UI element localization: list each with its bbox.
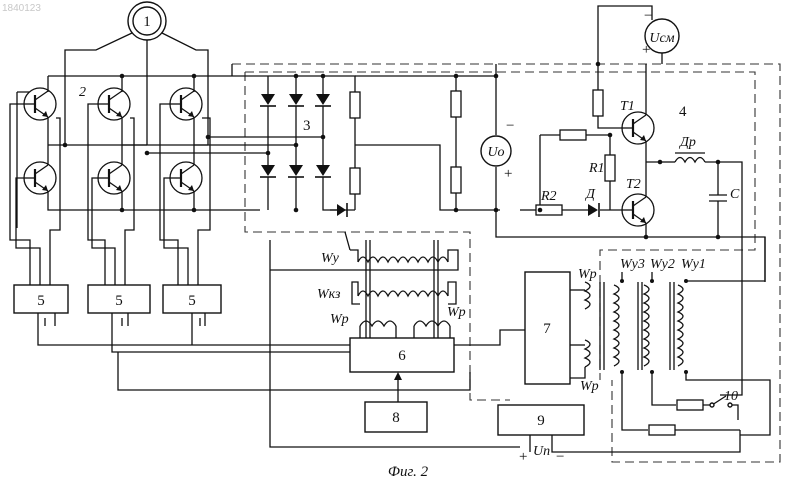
driver-block-left: 5 bbox=[14, 285, 68, 313]
block6-to-7 bbox=[454, 330, 525, 345]
block6-label: 6 bbox=[398, 348, 406, 364]
generator-label: 1 bbox=[143, 14, 151, 30]
arrow-to-block6 bbox=[394, 372, 402, 380]
wp-left-label: Wр bbox=[330, 312, 349, 327]
ucm-minus: − bbox=[644, 8, 652, 24]
block-8: 8 bbox=[365, 402, 427, 432]
block9-label: 9 bbox=[537, 413, 545, 429]
block10-label: 10 bbox=[724, 389, 738, 404]
magnetic-amplifier bbox=[270, 232, 458, 338]
converter-label: 4 bbox=[679, 104, 687, 120]
d-label: Д bbox=[584, 187, 596, 202]
uo-label: Uо bbox=[487, 145, 504, 160]
t1-label: T1 bbox=[620, 99, 635, 114]
up-label: Uп bbox=[533, 444, 550, 459]
inverter-label: 2 bbox=[79, 85, 86, 100]
figure-caption: Фиг. 2 bbox=[388, 464, 429, 480]
wp-right-label: Wр bbox=[447, 305, 466, 320]
ucm-label: Uсм bbox=[649, 31, 674, 46]
wp-top7-label: Wр bbox=[578, 267, 597, 282]
uo-plus: + bbox=[504, 166, 512, 182]
t2-label: T2 bbox=[626, 177, 641, 192]
block7-label: 7 bbox=[543, 321, 551, 337]
wy1-label: Wу1 bbox=[681, 257, 706, 272]
driver-inputs bbox=[38, 313, 350, 352]
r2-label: R2 bbox=[540, 189, 557, 204]
control-block-7: 7 bbox=[525, 272, 570, 384]
power-supply-9: 9 bbox=[498, 405, 584, 435]
driver-left-label: 5 bbox=[37, 293, 45, 309]
driver-block-right: 5 bbox=[163, 285, 221, 313]
wp-bottom7-label: Wр bbox=[580, 379, 599, 394]
inverter-2 bbox=[10, 74, 260, 285]
ucm-plus: + bbox=[642, 42, 650, 58]
wy2-label: Wу2 bbox=[650, 257, 675, 272]
c-label: C bbox=[730, 187, 740, 202]
driver-right-label: 5 bbox=[188, 293, 196, 309]
block8-label: 8 bbox=[392, 410, 400, 426]
driver-arrow-marks bbox=[45, 318, 200, 326]
up-minus: − bbox=[556, 449, 564, 465]
generator-1: 1 bbox=[128, 2, 166, 40]
bridge-label: 3 bbox=[303, 118, 311, 134]
uo-minus: − bbox=[506, 118, 514, 134]
wy-label: Wу bbox=[321, 251, 340, 266]
wkz-label: Wкз bbox=[317, 287, 341, 302]
uo-sense: Uо − + bbox=[451, 74, 514, 213]
wy3-label: Wу3 bbox=[620, 257, 645, 272]
driver-block-middle: 5 bbox=[88, 285, 150, 313]
dr-label: Др bbox=[678, 135, 696, 150]
driver-middle-label: 5 bbox=[115, 293, 123, 309]
block7-windings bbox=[570, 279, 688, 378]
r1-label: R1 bbox=[588, 161, 605, 176]
power-bus bbox=[355, 76, 500, 210]
watermark-text: 1840123 bbox=[2, 3, 41, 14]
control-block-6: 6 bbox=[350, 338, 454, 372]
rectifier-bridge-3 bbox=[232, 64, 360, 217]
up-plus: + bbox=[519, 449, 527, 465]
